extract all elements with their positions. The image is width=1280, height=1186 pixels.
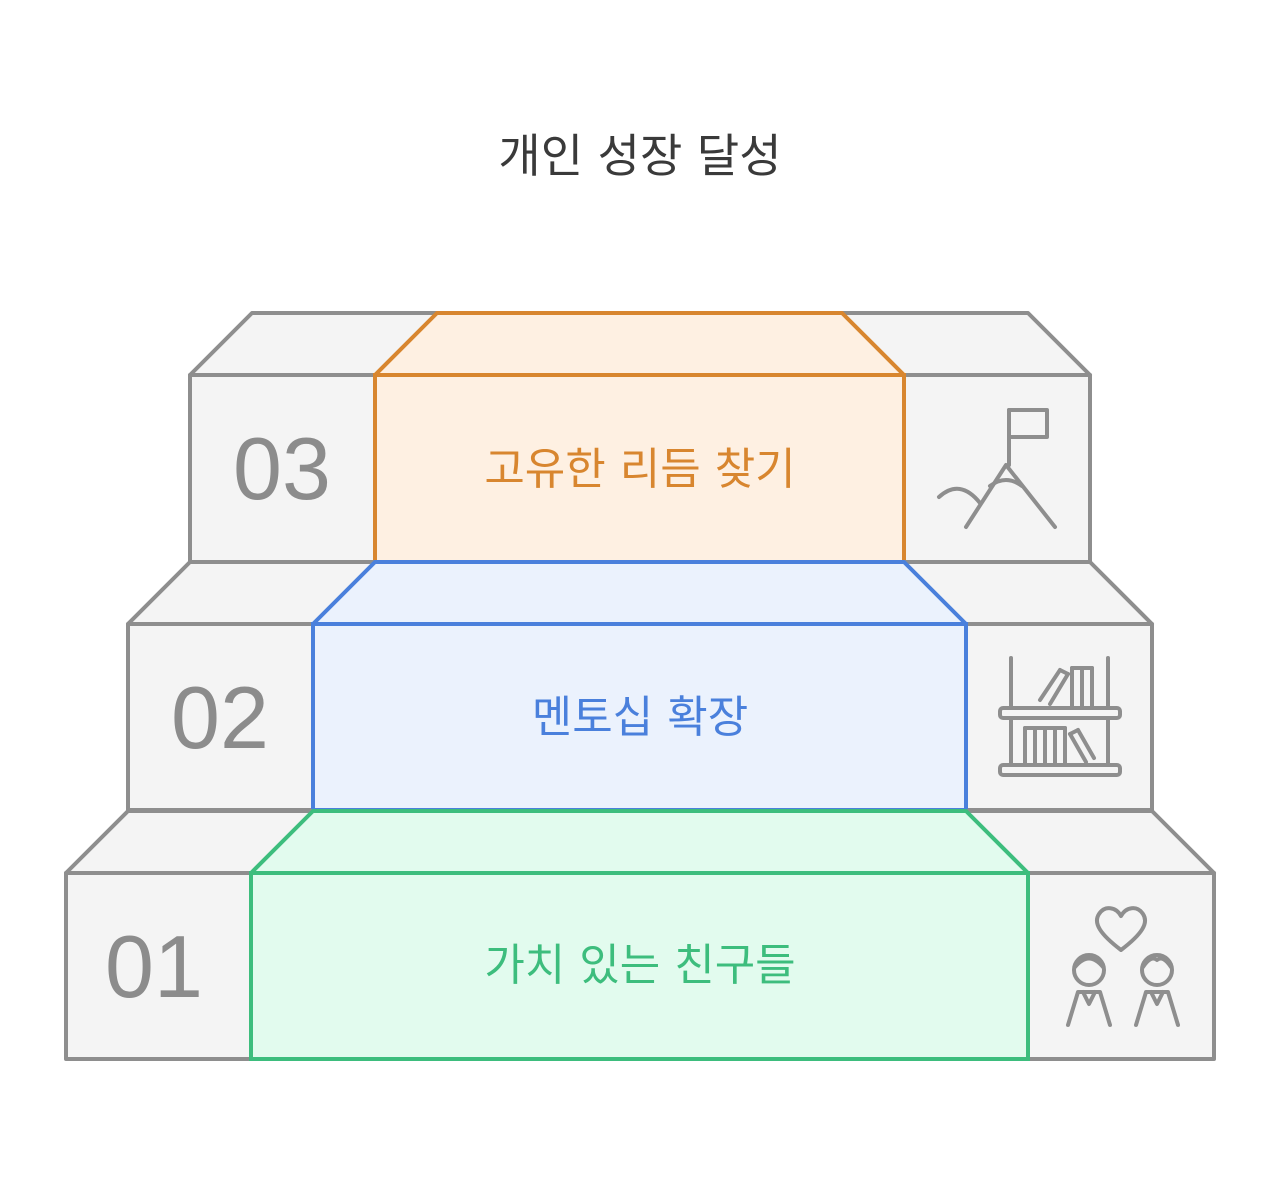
- friends-heart-icon: [1066, 906, 1180, 1027]
- step-02-label: 멘토십 확장: [532, 692, 748, 743]
- step-02-highlight-top: [311, 560, 968, 626]
- step-03-highlight-top: [373, 311, 906, 377]
- step-02-highlight-front: [311, 622, 968, 812]
- step-02: 02 멘토십 확장: [126, 560, 1154, 812]
- bookshelf-icon: [998, 656, 1122, 777]
- step-03-label: 고유한 리듬 찾기: [484, 444, 795, 495]
- step-01-number: 01: [105, 917, 203, 1016]
- diagram-title: 개인 성장 달성: [498, 129, 781, 183]
- step-01-label: 가치 있는 친구들: [484, 940, 795, 991]
- step-02-number: 02: [171, 668, 269, 767]
- step-03: 03 고유한 리듬 찾기: [188, 311, 1092, 564]
- step-01-highlight-top: [249, 809, 1030, 875]
- mountain-flag-icon: [937, 408, 1057, 529]
- step-01-highlight-front: [249, 871, 1030, 1061]
- step-03-number: 03: [233, 419, 331, 518]
- step-01: 01 가치 있는 친구들: [64, 809, 1216, 1061]
